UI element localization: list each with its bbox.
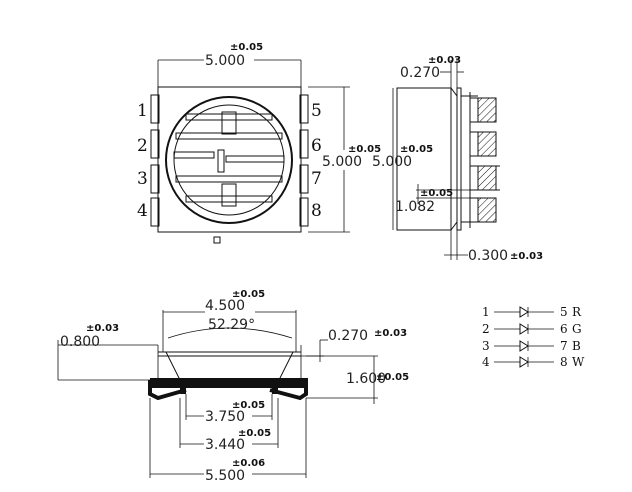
- pin-label: 5: [311, 101, 322, 121]
- side-height-dimension: 5.000: [372, 154, 412, 170]
- angle-arc: [167, 327, 293, 339]
- legend-row: 3 7 B: [482, 339, 581, 353]
- pad-gap-tolerance: ±0.05: [238, 428, 271, 439]
- lens-outer-ring: [165, 96, 293, 224]
- inner-width-dimension: 3.750: [205, 409, 245, 425]
- lead-frame-base: [152, 382, 304, 388]
- pitch-dimension: 1.082: [395, 199, 435, 215]
- svg-text:B: B: [572, 339, 581, 353]
- right-offset-tolerance: ±0.03: [374, 328, 407, 339]
- pitch-tolerance: ±0.05: [420, 188, 453, 199]
- thickness-tolerance: ±0.03: [428, 55, 461, 66]
- angle-dimension: 52.29°: [208, 317, 255, 333]
- legend-row: 4 8 W: [482, 355, 585, 369]
- pin-label: 4: [137, 201, 148, 221]
- circuit-legend: 1 5 R 2 6 G 3 7 B 4: [482, 305, 585, 369]
- pin-label: 6: [311, 136, 322, 156]
- total-height-dimension: 1.600: [346, 371, 386, 387]
- left-height-dimension: 0.800: [60, 334, 100, 350]
- svg-text:8: 8: [560, 355, 568, 369]
- pin-label: 1: [137, 101, 148, 121]
- overall-width-dimension: 5.500: [205, 468, 245, 484]
- svg-text:W: W: [572, 355, 585, 369]
- svg-text:2: 2: [482, 322, 490, 336]
- svg-text:7: 7: [560, 339, 568, 353]
- section-view: ±0.05 4.500 52.29° ±0.03 0.800 0.270 ±0.…: [57, 289, 409, 484]
- svg-text:R: R: [572, 305, 582, 319]
- width-tolerance: ±0.05: [230, 42, 263, 53]
- overall-width-tolerance: ±0.06: [232, 458, 265, 469]
- pin-label: 8: [311, 201, 322, 221]
- svg-text:4: 4: [482, 355, 490, 369]
- top-width-tolerance: ±0.05: [232, 289, 265, 300]
- top-view: 1 2 3 4 5 6 7 8 ±0.05 5.000 ±0.05 5.000: [137, 42, 381, 244]
- pin-label: 3: [137, 169, 148, 189]
- left-height-tolerance: ±0.03: [86, 323, 119, 334]
- pin-label: 7: [311, 169, 322, 189]
- pin-label: 2: [137, 136, 148, 156]
- height-dimension: 5.000: [322, 154, 362, 170]
- svg-text:3: 3: [482, 339, 490, 353]
- thickness-dimension: 0.270: [400, 65, 440, 81]
- left-pins: [150, 94, 160, 227]
- svg-text:G: G: [572, 322, 582, 336]
- svg-text:1: 1: [482, 305, 490, 319]
- lead-frame-section: [148, 378, 308, 401]
- inner-width-tolerance: ±0.05: [232, 400, 265, 411]
- lens-inner-ring: [173, 104, 285, 216]
- svg-text:5: 5: [560, 305, 568, 319]
- right-offset-dimension: 0.270: [328, 328, 368, 344]
- top-width-dimension: 4.500: [205, 298, 245, 314]
- pad-tolerance: ±0.03: [510, 251, 543, 262]
- pad-gap-dimension: 3.440: [205, 437, 245, 453]
- height-tolerance: ±0.05: [348, 144, 381, 155]
- side-height-tolerance: ±0.05: [400, 144, 433, 155]
- lead-frame: [173, 111, 285, 207]
- pad-dimension: 0.300: [468, 248, 508, 264]
- total-height-tolerance: ±0.05: [376, 372, 409, 383]
- package-body-outline: [157, 86, 302, 233]
- side-pads: [469, 92, 500, 228]
- orientation-mark: [213, 236, 221, 244]
- side-view: ±0.03 0.270 ±0.05 5.000 ±0.05 1.082 0.30…: [372, 55, 543, 264]
- side-body: [396, 87, 452, 231]
- legend-row: 1 5 R: [482, 305, 582, 319]
- side-face-strip: [456, 87, 462, 231]
- legend-row: 2 6 G: [482, 322, 582, 336]
- width-dimension: 5.000: [205, 53, 245, 69]
- svg-text:6: 6: [560, 322, 568, 336]
- right-pins: [299, 94, 309, 227]
